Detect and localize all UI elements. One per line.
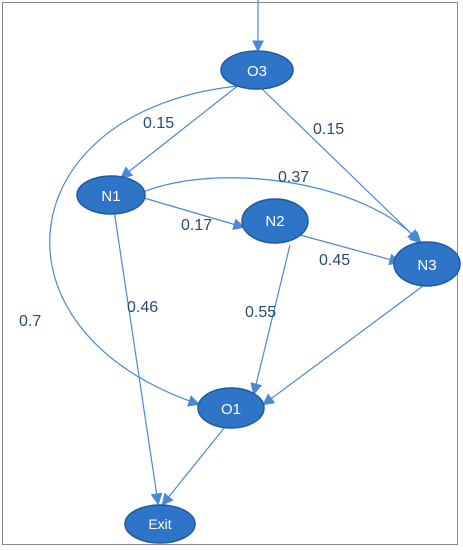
edge-n1-n3 [142, 177, 420, 242]
node-o1-label: O1 [221, 401, 241, 418]
node-n3: N3 [393, 241, 461, 287]
node-n3-shape [393, 241, 461, 287]
edge-o3-n3 [260, 87, 422, 244]
edge-n2-o1 [250, 244, 291, 396]
edge-label-o3-o1: 0.7 [19, 313, 41, 330]
node-n1: N1 [76, 175, 146, 215]
node-exit-shape [124, 504, 196, 544]
node-n1-shape [76, 175, 146, 215]
edge-n2-n3 [299, 234, 402, 266]
node-n1-label: N1 [101, 188, 120, 205]
node-o3: O3 [220, 50, 294, 90]
edge-o3-o1 [49, 85, 239, 407]
node-n3-label: N3 [417, 257, 436, 274]
node-n2: N2 [241, 198, 309, 244]
edge-label-o3-n3: 0.15 [313, 121, 344, 138]
node-o1-shape [197, 387, 265, 429]
edge-o3-n1 [120, 83, 241, 179]
edge-label-n2-o1: 0.55 [245, 304, 276, 321]
edge-label-n1-n2: 0.17 [181, 217, 212, 234]
edge-label-n2-n3: 0.45 [319, 252, 350, 269]
node-n2-shape [241, 198, 309, 244]
edge-label-n1-n3: 0.37 [278, 169, 309, 186]
edge-label-o3-n1: 0.15 [143, 115, 174, 132]
edge-o1-exit [161, 421, 230, 506]
edge-label-n1-exit: 0.46 [127, 299, 158, 316]
node-o1: O1 [197, 387, 265, 429]
node-exit-label: Exit [148, 516, 171, 532]
node-o3-shape [220, 50, 294, 90]
node-o3-label: O3 [247, 63, 267, 80]
node-exit: Exit [124, 504, 196, 544]
edge-n3-o1 [262, 282, 428, 406]
edge-n1-exit [113, 209, 163, 506]
edge-n1-n2 [143, 197, 246, 231]
node-n2-label: N2 [265, 213, 284, 230]
